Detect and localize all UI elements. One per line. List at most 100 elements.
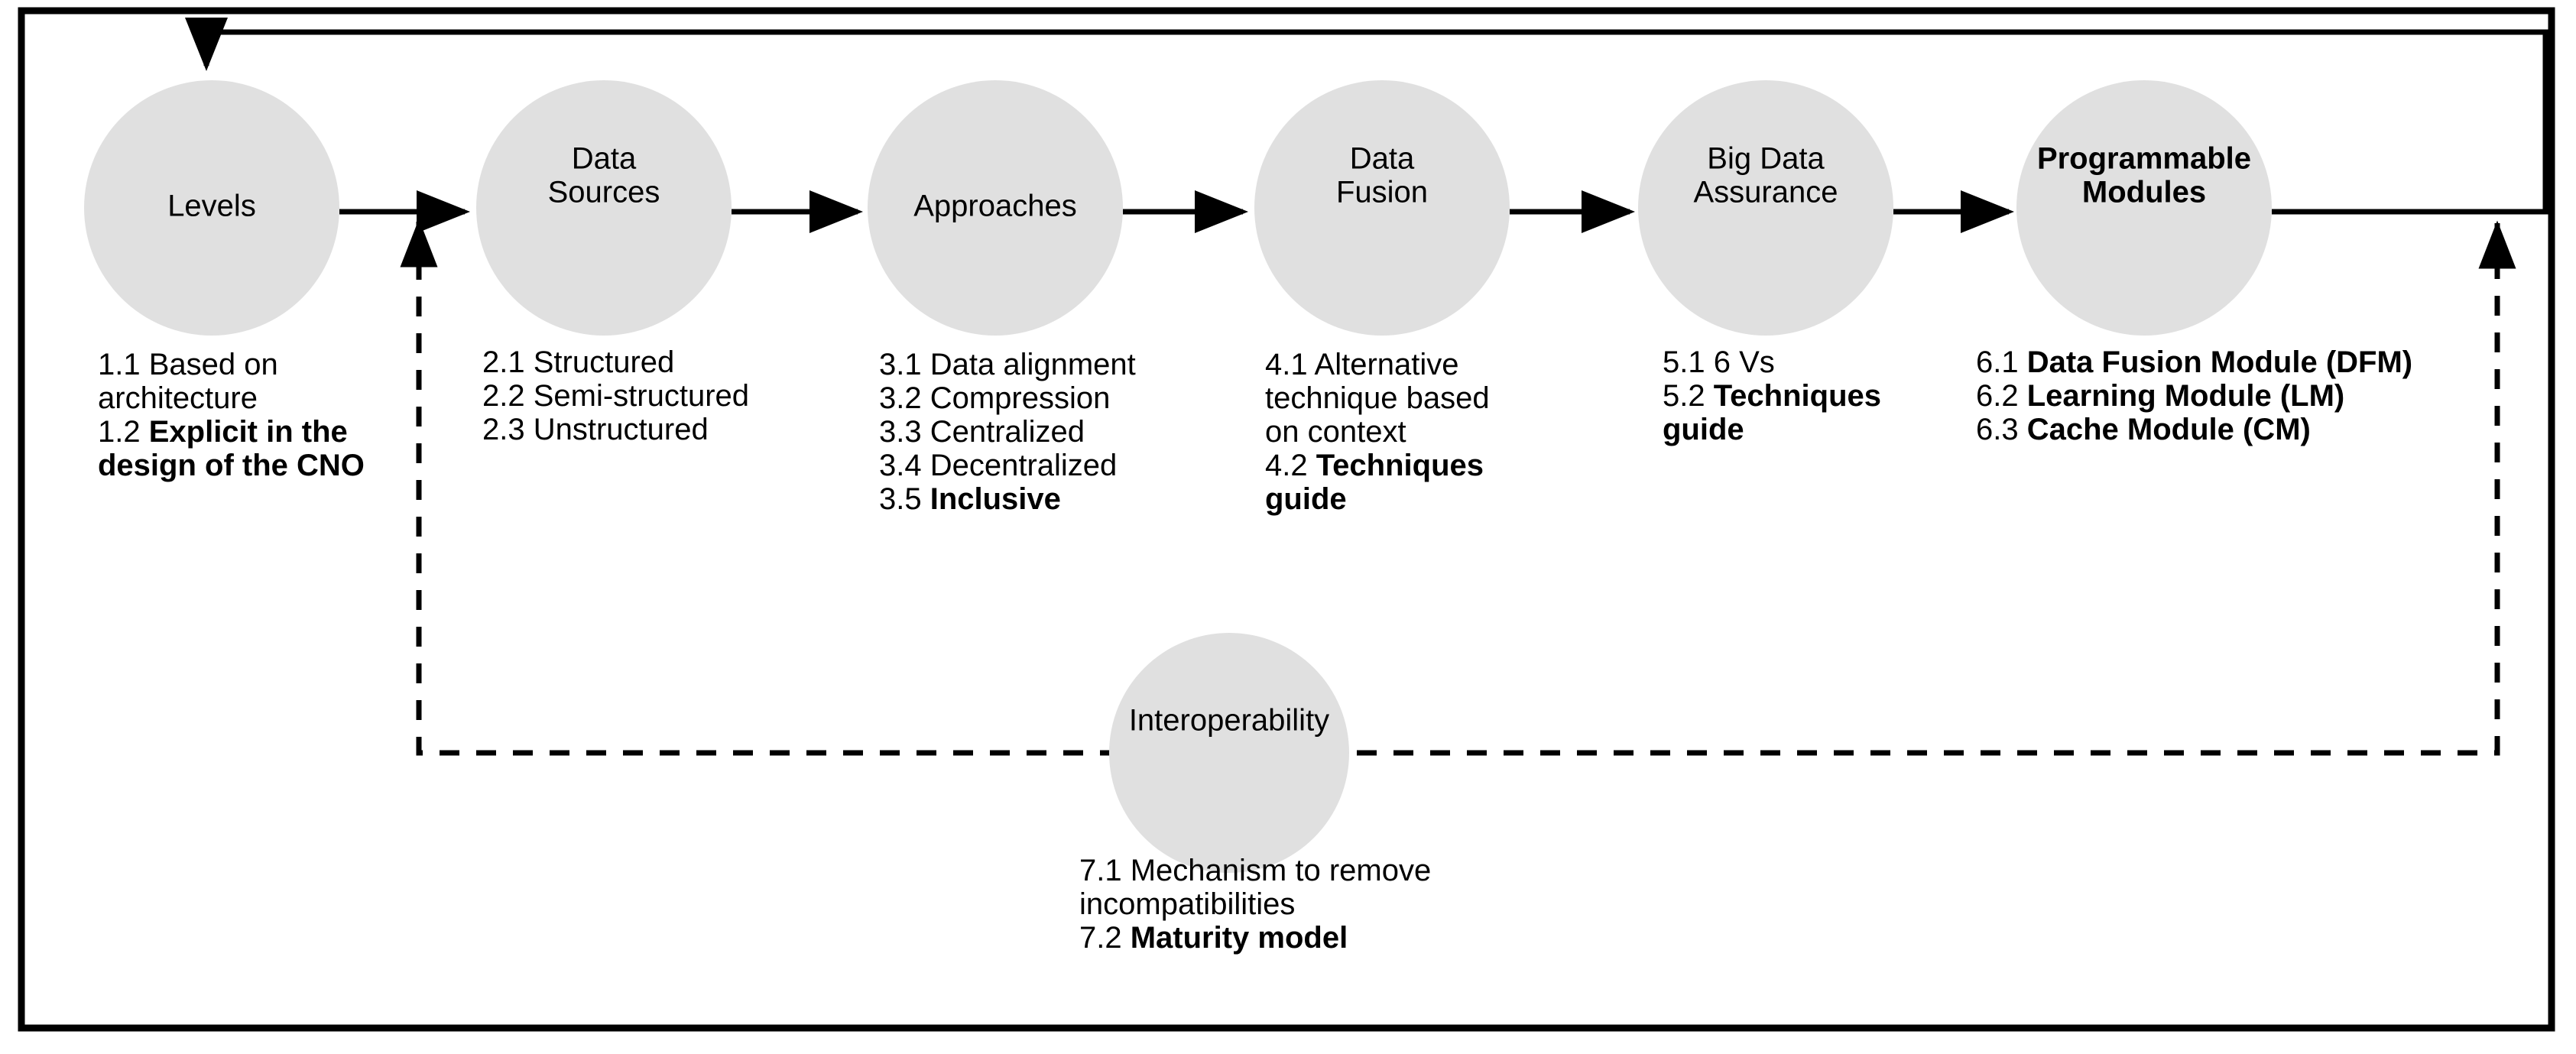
bullet-item: 6.1 Data Fusion Module (DFM) <box>1976 345 2412 379</box>
bullet-item: 2.2 Semi-structured <box>482 379 749 413</box>
node-label-levels: Levels <box>167 190 256 223</box>
node-approaches[interactable]: Approaches <box>868 80 1123 336</box>
bullet-number: 7.2 <box>1079 921 1131 955</box>
bullet-item: 5.2 Techniques <box>1663 379 1881 413</box>
bullet-label: Decentralized <box>930 449 1118 482</box>
bullet-item: 4.2 Techniques <box>1265 449 1484 482</box>
bullet-label: guide <box>1663 413 1744 446</box>
bullet-number: 1.2 <box>98 415 149 449</box>
bullet-item: 3.2 Compression <box>879 381 1110 415</box>
bullet-item: 6.2 Learning Module (LM) <box>1976 379 2344 413</box>
bullet-label: Techniques <box>1714 379 1881 413</box>
bullet-item: 3.5 Inclusive <box>879 482 1061 516</box>
node-label-big-data-assurance: Big Data <box>1707 142 1825 176</box>
bullet-label: on context <box>1265 415 1406 449</box>
bullet-number: 2.2 <box>482 379 534 413</box>
bullet-item: 7.2 Maturity model <box>1079 921 1348 955</box>
bullet-label: Learning Module (LM) <box>2027 379 2345 413</box>
bullet-item: 3.1 Data alignment <box>879 348 1136 381</box>
node-label-data-sources: Data <box>572 142 637 176</box>
bullet-label: Mechanism to remove <box>1131 854 1431 887</box>
bullet-label: 6 Vs <box>1714 345 1775 379</box>
bullet-item: 2.3 Unstructured <box>482 413 709 446</box>
bullet-label: Maturity model <box>1131 921 1348 955</box>
outer-frame <box>18 7 2555 1032</box>
node-shape-data-fusion <box>1254 80 1510 336</box>
bullet-label: Data alignment <box>930 348 1136 381</box>
node-interoperability[interactable]: Interoperability <box>1109 633 1349 873</box>
bullet-label: Techniques <box>1316 449 1484 482</box>
bullet-label: Explicit in the <box>149 415 348 449</box>
bullet-item: 7.1 Mechanism to remove <box>1079 854 1431 887</box>
bullet-item: guide <box>1265 482 1347 516</box>
bullet-number: 6.1 <box>1976 345 2027 379</box>
bullet-item: on context <box>1265 415 1406 449</box>
node-shape-big-data-assurance <box>1638 80 1893 336</box>
node-label-big-data-assurance: Assurance <box>1694 176 1838 209</box>
bullet-label: Data Fusion Module (DFM) <box>2027 345 2412 379</box>
bullet-item: 6.3 Cache Module (CM) <box>1976 413 2311 446</box>
node-label-programmable-modules: Modules <box>2082 176 2206 209</box>
node-levels[interactable]: Levels <box>84 80 339 336</box>
bullet-list-programmable-modules: 6.1 Data Fusion Module (DFM)6.2 Learning… <box>1976 345 2412 446</box>
bullet-label: design of the CNO <box>98 449 365 482</box>
node-label-interoperability: Interoperability <box>1129 704 1329 738</box>
feedback-loop-line <box>185 18 2548 215</box>
bullet-item: 3.4 Decentralized <box>879 449 1117 482</box>
bullet-item: technique based <box>1265 381 1490 415</box>
bullet-number: 3.3 <box>879 415 930 449</box>
node-label-approaches: Approaches <box>913 190 1076 223</box>
bullet-label: Inclusive <box>930 482 1061 516</box>
bullet-number: 6.2 <box>1976 379 2027 413</box>
bullet-label: Alternative <box>1315 348 1459 381</box>
bullet-item: 4.1 Alternative <box>1265 348 1459 381</box>
bullet-label: Semi-structured <box>534 379 749 413</box>
bullet-item: 1.1 Based on <box>98 348 278 381</box>
bullet-number: 6.3 <box>1976 413 2027 446</box>
node-label-data-fusion: Data <box>1350 142 1415 176</box>
bullet-number: 2.3 <box>482 413 534 446</box>
node-label-programmable-modules: Programmable <box>2037 142 2251 176</box>
bullet-label: guide <box>1265 482 1347 516</box>
bullet-item: guide <box>1663 413 1744 446</box>
bullet-label: architecture <box>98 381 258 415</box>
bullet-label: incompatibilities <box>1079 887 1295 921</box>
bullet-number: 4.2 <box>1265 449 1316 482</box>
bullet-number: 3.2 <box>879 381 930 415</box>
bullet-label: technique based <box>1265 381 1490 415</box>
bullet-item: 3.3 Centralized <box>879 415 1085 449</box>
bullet-label: Compression <box>930 381 1111 415</box>
node-shape-programmable-modules <box>2016 80 2272 336</box>
bullet-label: Centralized <box>930 415 1085 449</box>
bullet-item: incompatibilities <box>1079 887 1295 921</box>
bullet-number: 3.4 <box>879 449 930 482</box>
node-shape-levels <box>84 80 339 336</box>
bullet-number: 1.1 <box>98 348 149 381</box>
bullet-number: 3.1 <box>879 348 930 381</box>
bullet-number: 2.1 <box>482 345 534 379</box>
bullet-label: Based on <box>149 348 278 381</box>
bullet-item: 1.2 Explicit in the <box>98 415 348 449</box>
interoperability-dashed-line <box>416 260 2500 756</box>
node-label-data-fusion: Fusion <box>1336 176 1428 209</box>
bullet-label: Unstructured <box>534 413 709 446</box>
node-shape-approaches <box>868 80 1123 336</box>
bullet-item: 5.1 6 Vs <box>1663 345 1775 379</box>
bullet-item: 2.1 Structured <box>482 345 674 379</box>
bullet-number: 4.1 <box>1265 348 1315 381</box>
node-shape-data-sources <box>476 80 732 336</box>
bullet-label: Cache Module (CM) <box>2027 413 2311 446</box>
bullet-number: 3.5 <box>879 482 930 516</box>
bullet-item: architecture <box>98 381 258 415</box>
